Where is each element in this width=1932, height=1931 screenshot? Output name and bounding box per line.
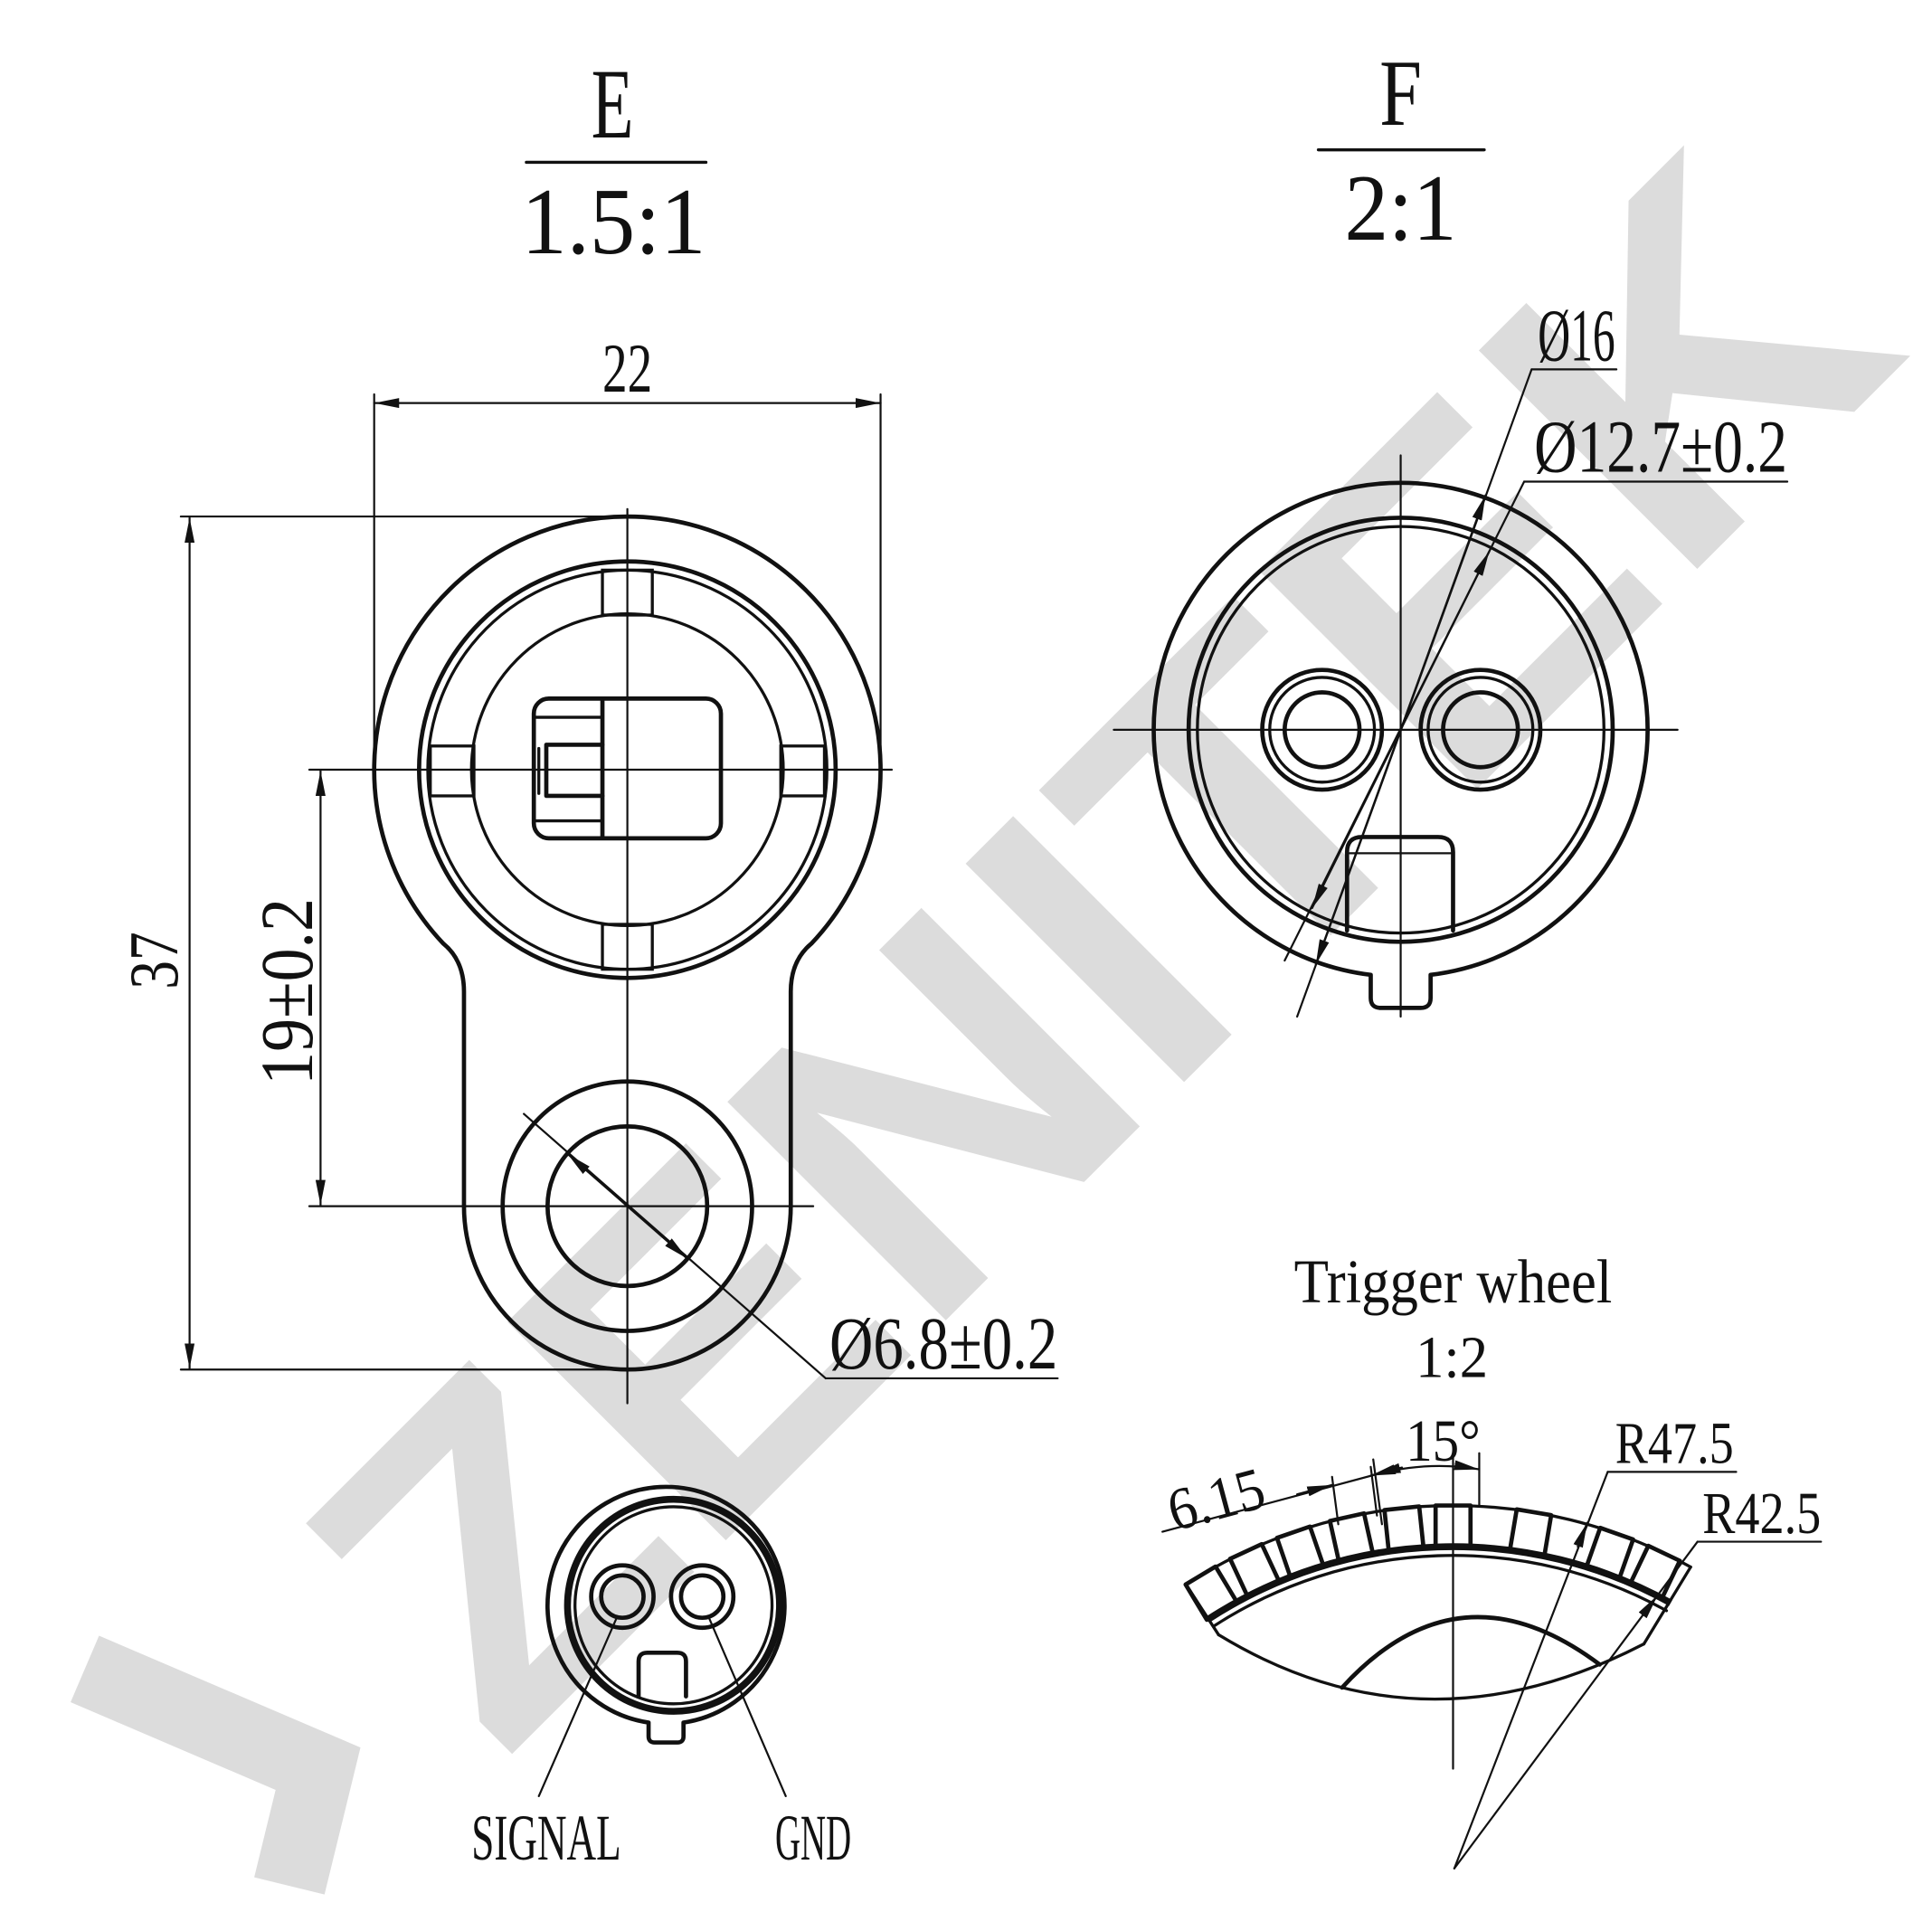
dim-inner-radius-text: R42.5 — [1702, 1481, 1821, 1547]
dim-inner-arrows — [1311, 550, 1491, 910]
dim-outer-radius-text: R47.5 — [1615, 1411, 1734, 1477]
connector-outer-outline — [545, 1484, 787, 1745]
view-e-connector-latch — [544, 743, 605, 799]
dim-37-text: 37 — [115, 932, 193, 989]
connector-pin-gnd-outer — [668, 1563, 736, 1631]
wheel-tooth — [1628, 1543, 1682, 1601]
view-e-tab-left — [429, 744, 476, 798]
trigger-wheel-title: Trigger wheel — [1294, 1247, 1613, 1316]
wheel-tooth — [1508, 1507, 1554, 1558]
connector-view: SIGNAL GND — [471, 1484, 851, 1874]
dim-outer-text: Ø16 — [1538, 294, 1615, 377]
watermark-chevron — [71, 1635, 361, 1895]
view-f: F 2:1 Ø16 Ø12.7±0.2 — [1113, 41, 1789, 1018]
trigger-wheel: Trigger wheel 1:2 15° 6.15 — [1160, 1247, 1823, 1869]
dim-22-text: 22 — [602, 329, 652, 407]
connector-ring-inner — [573, 1505, 774, 1706]
wheel-hub-arc — [1340, 1614, 1602, 1690]
dim-tooth-line — [1161, 1467, 1401, 1533]
view-e-scale: 1.5:1 — [521, 169, 706, 274]
dim-tooth-text: 6.15 — [1160, 1455, 1272, 1544]
dim-outer-radius-arrow — [1573, 1521, 1588, 1548]
dim-tooth-arrow-right — [1369, 1464, 1404, 1477]
wheel-sector-right-edge — [1642, 1565, 1692, 1646]
dim-inner-text: Ø12.7±0.2 — [1534, 404, 1787, 487]
signal-label: SIGNAL — [471, 1802, 620, 1874]
wheel-tooth — [1274, 1524, 1326, 1579]
dim-hole-arrows — [566, 1152, 688, 1260]
wheel-base-arc-inner — [1211, 1554, 1669, 1628]
dim-inner-radius-leader — [1453, 1540, 1699, 1869]
view-f-outer-outline — [1151, 480, 1650, 1010]
view-e: E 1.5:1 22 37 19±0.2 — [115, 49, 1059, 1405]
connector-pin-gnd-inner — [678, 1573, 726, 1621]
view-e-tab-right — [779, 744, 827, 798]
dim-tooth-arrow-left — [1296, 1483, 1333, 1497]
wheel-tooth — [1227, 1541, 1282, 1599]
view-f-scale: 2:1 — [1345, 156, 1457, 260]
dim-tooth-extension-left — [1331, 1475, 1340, 1526]
wheel-tooth — [1584, 1525, 1635, 1581]
dim-19-text: 19±0.2 — [245, 898, 328, 1085]
connector-ring-thick — [564, 1495, 783, 1715]
wheel-tooth — [1382, 1504, 1426, 1554]
signal-leader — [537, 1617, 618, 1797]
gnd-label: GND — [775, 1802, 851, 1874]
watermark-text: ZENITEK — [216, 66, 1932, 1832]
wheel-tooth — [1327, 1510, 1376, 1564]
gnd-leader — [707, 1615, 787, 1797]
wheel-tooth — [1183, 1564, 1239, 1623]
dim-inner-radius-arrow — [1638, 1594, 1659, 1619]
view-e-body-outline — [372, 514, 883, 1372]
connector-pin-signal-outer — [589, 1563, 656, 1631]
dim-hole-text: Ø6.8±0.2 — [829, 1302, 1057, 1385]
watermark: ZENITEK — [71, 66, 1932, 1895]
view-f-label: F — [1379, 41, 1422, 146]
connector-key — [636, 1650, 688, 1699]
trigger-wheel-scale: 1:2 — [1416, 1325, 1488, 1391]
wheel-sector-lower-edge — [1217, 1633, 1646, 1701]
view-e-label: E — [592, 49, 634, 159]
dim-angle-text: 15° — [1406, 1408, 1481, 1474]
connector-pin-signal-inner — [599, 1573, 646, 1621]
